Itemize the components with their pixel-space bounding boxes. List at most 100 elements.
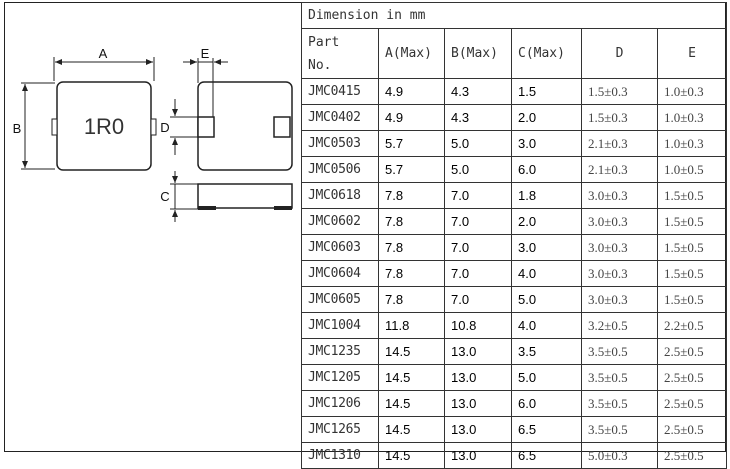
dimension-table-body: Dimension in mm Part No. A(Max) B(Max) C…	[301, 2, 727, 469]
cell-e: 2.5±0.5	[657, 442, 727, 469]
cell-d: 3.5±0.5	[581, 338, 658, 365]
cell-a: 7.8	[378, 260, 445, 287]
cell-e: 1.5±0.5	[657, 260, 727, 287]
cell-d: 3.0±0.3	[581, 208, 658, 235]
cell-d: 3.5±0.5	[581, 390, 658, 417]
cell-e: 2.5±0.5	[657, 416, 727, 443]
label-e: E	[201, 46, 210, 61]
cell-a: 14.5	[378, 442, 445, 469]
cell-e: 1.0±0.5	[657, 156, 727, 183]
header-part-line1: Part	[308, 34, 340, 50]
cell-d: 3.2±0.5	[581, 312, 658, 339]
cell-a: 11.8	[378, 312, 445, 339]
cell-a: 14.5	[378, 416, 445, 443]
cell-a: 7.8	[378, 234, 445, 261]
cell-d: 2.1±0.3	[581, 130, 658, 157]
dimension-drawing: 1R0 A B E D	[13, 46, 293, 222]
header-a: A(Max)	[378, 28, 445, 79]
cell-d: 3.0±0.3	[581, 234, 658, 261]
cell-b: 13.0	[444, 364, 512, 391]
table-title: Dimension in mm	[301, 2, 727, 29]
cell-a: 14.5	[378, 338, 445, 365]
cell-b: 7.0	[444, 286, 512, 313]
side-view: C	[160, 171, 293, 222]
cell-e: 1.5±0.5	[657, 286, 727, 313]
cell-d: 3.5±0.5	[581, 364, 658, 391]
cell-d: 3.5±0.5	[581, 416, 658, 443]
cell-c: 4.0	[511, 312, 582, 339]
cell-part: JMC1265	[301, 416, 379, 443]
cell-part: JMC1235	[301, 338, 379, 365]
cell-e: 1.0±0.3	[657, 104, 727, 131]
cell-d: 1.5±0.3	[581, 78, 658, 105]
header-e: E	[657, 28, 727, 79]
cell-part: JMC0503	[301, 130, 379, 157]
cell-e: 1.5±0.5	[657, 182, 727, 209]
label-b: B	[13, 121, 22, 136]
terminal-left	[51, 118, 58, 136]
pad-left	[197, 116, 215, 138]
cell-d: 3.0±0.3	[581, 260, 658, 287]
cell-b: 4.3	[444, 104, 512, 131]
pad-right	[273, 116, 291, 138]
cell-b: 5.0	[444, 130, 512, 157]
cell-part: JMC0415	[301, 78, 379, 105]
marking-text: 1R0	[84, 114, 124, 139]
cell-b: 5.0	[444, 156, 512, 183]
cell-e: 2.2±0.5	[657, 312, 727, 339]
cell-c: 6.5	[511, 442, 582, 469]
terminal-right	[150, 118, 157, 136]
cell-c: 3.0	[511, 130, 582, 157]
cell-part: JMC1004	[301, 312, 379, 339]
cell-d: 3.0±0.3	[581, 182, 658, 209]
cell-e: 1.5±0.5	[657, 208, 727, 235]
cell-b: 7.0	[444, 260, 512, 287]
cell-part: JMC1310	[301, 442, 379, 469]
cell-a: 5.7	[378, 156, 445, 183]
cell-c: 6.0	[511, 156, 582, 183]
label-d: D	[160, 120, 169, 135]
cell-e: 2.5±0.5	[657, 390, 727, 417]
cell-a: 14.5	[378, 364, 445, 391]
cell-e: 2.5±0.5	[657, 364, 727, 391]
cell-a: 7.8	[378, 286, 445, 313]
header-part: Part No.	[301, 28, 379, 79]
side-terminal-left	[198, 206, 216, 210]
cell-d: 2.1±0.3	[581, 156, 658, 183]
cell-b: 7.0	[444, 234, 512, 261]
datasheet-page: { "drawing": { "label_a": "A", "label_b"…	[4, 2, 727, 469]
cell-a: 5.7	[378, 130, 445, 157]
cell-d: 1.5±0.3	[581, 104, 658, 131]
cell-a: 7.8	[378, 182, 445, 209]
cell-e: 1.5±0.5	[657, 234, 727, 261]
cell-b: 13.0	[444, 338, 512, 365]
cell-c: 5.0	[511, 286, 582, 313]
bottom-view: E D	[160, 46, 293, 171]
cell-part: JMC0602	[301, 208, 379, 235]
cell-e: 2.5±0.5	[657, 338, 727, 365]
cell-b: 13.0	[444, 390, 512, 417]
cell-b: 7.0	[444, 208, 512, 235]
cell-part: JMC0618	[301, 182, 379, 209]
cell-c: 5.0	[511, 364, 582, 391]
cell-d: 5.0±0.3	[581, 442, 658, 469]
table-header-row: Part No. A(Max) B(Max) C(Max) D E	[301, 28, 727, 79]
cell-c: 4.0	[511, 260, 582, 287]
dimension-table: Dimension in mm Part No. A(Max) B(Max) C…	[301, 2, 727, 469]
component-body-side	[197, 183, 293, 209]
header-c: C(Max)	[511, 28, 582, 79]
cell-a: 4.9	[378, 104, 445, 131]
cell-a: 4.9	[378, 78, 445, 105]
cell-part: JMC0605	[301, 286, 379, 313]
